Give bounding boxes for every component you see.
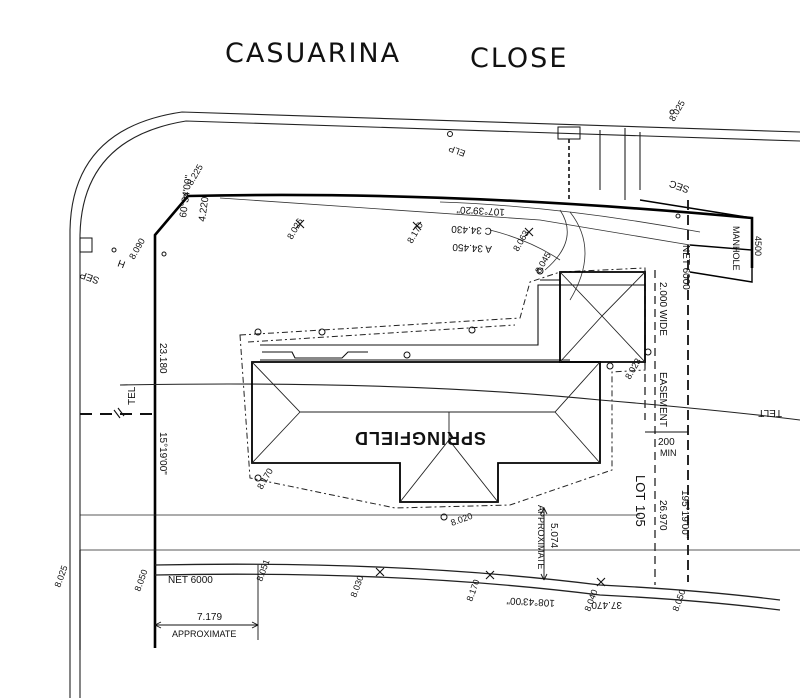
mark-elp: ELP (447, 143, 466, 158)
easement-width: 2.000 WIDE (657, 282, 668, 336)
level-4: 8.170 (405, 220, 425, 245)
level-points (111, 109, 681, 521)
level-5: 8.063 (511, 228, 531, 253)
level-15: 8.023 (623, 356, 643, 381)
left-length: 23.180 (157, 343, 168, 374)
net-left: NET 6000 (168, 575, 213, 586)
dim-left-note: APPROXIMATE (172, 629, 236, 639)
net-right: NET 6000 (680, 245, 691, 290)
corner-length: 4.220 (197, 196, 211, 223)
right-length: 26.970 (657, 500, 668, 531)
lot-label: LOT (633, 475, 648, 500)
rear-length: 37.470 (591, 599, 622, 610)
boundary-corner-stub (639, 199, 753, 283)
front-chord: C 34.430 (451, 223, 493, 236)
left-bearing: 15°19'00" (157, 432, 168, 475)
level-2: 8.090 (127, 236, 147, 261)
mark-sec: SEC (668, 177, 691, 194)
level-14: 8.045 (533, 250, 553, 275)
level-10: 8.030 (348, 574, 365, 599)
mark-4500: 4500 (753, 236, 763, 256)
lot-boundary (153, 193, 754, 648)
dim-mid (540, 507, 548, 581)
road-name-word1: CASUARINA (225, 38, 401, 69)
dim-mid-note: APPROXIMATE (536, 505, 546, 569)
house-outline (251, 271, 646, 503)
roof-lines (251, 271, 646, 503)
spot-levels: 8.225 8.090 8.026 8.170 8.063 8.025 8.02… (52, 98, 687, 612)
kerb-lines (69, 111, 800, 698)
mark-sep: SEP (78, 268, 101, 285)
easement-min-value: 200 (658, 437, 675, 448)
level-3: 8.026 (285, 216, 305, 241)
cross-marks (113, 219, 606, 587)
dim-left (154, 565, 259, 640)
level-1: 8.225 (185, 162, 205, 187)
lot-number: 105 (633, 505, 648, 527)
dim-left-value: 7.179 (197, 612, 222, 623)
level-8: 8.050 (132, 568, 149, 593)
right-bearing: 195°19'00" (679, 490, 690, 539)
road-name-word2: CLOSE (470, 43, 568, 74)
setback-envelope (239, 267, 646, 509)
mark-h: H (116, 257, 127, 270)
pit-symbol (79, 126, 581, 253)
mark-manhole: MANHOLE (731, 226, 741, 271)
front-bearing: 107°39'20" (456, 203, 505, 217)
dim-mid-value: 5.074 (548, 523, 559, 548)
front-arc: A 34.450 (452, 241, 492, 254)
service-line (119, 383, 800, 421)
easement-label: EASEMENT (657, 372, 668, 427)
level-17: 8.170 (255, 466, 275, 491)
mark-tel: TEL (127, 386, 138, 405)
house-name: SPRINGFIELD (354, 428, 486, 448)
level-9: 8.051 (254, 558, 271, 583)
easement-lines (644, 270, 656, 585)
easement-min-unit: MIN (660, 448, 677, 458)
driveway-lines (219, 197, 701, 301)
level-16: 8.020 (449, 511, 474, 528)
building-eaves (260, 279, 646, 362)
mark-tel-right: TELT (758, 407, 782, 418)
rear-bearing: 108°43'00" (506, 594, 555, 608)
level-7: 8.025 (52, 564, 69, 589)
